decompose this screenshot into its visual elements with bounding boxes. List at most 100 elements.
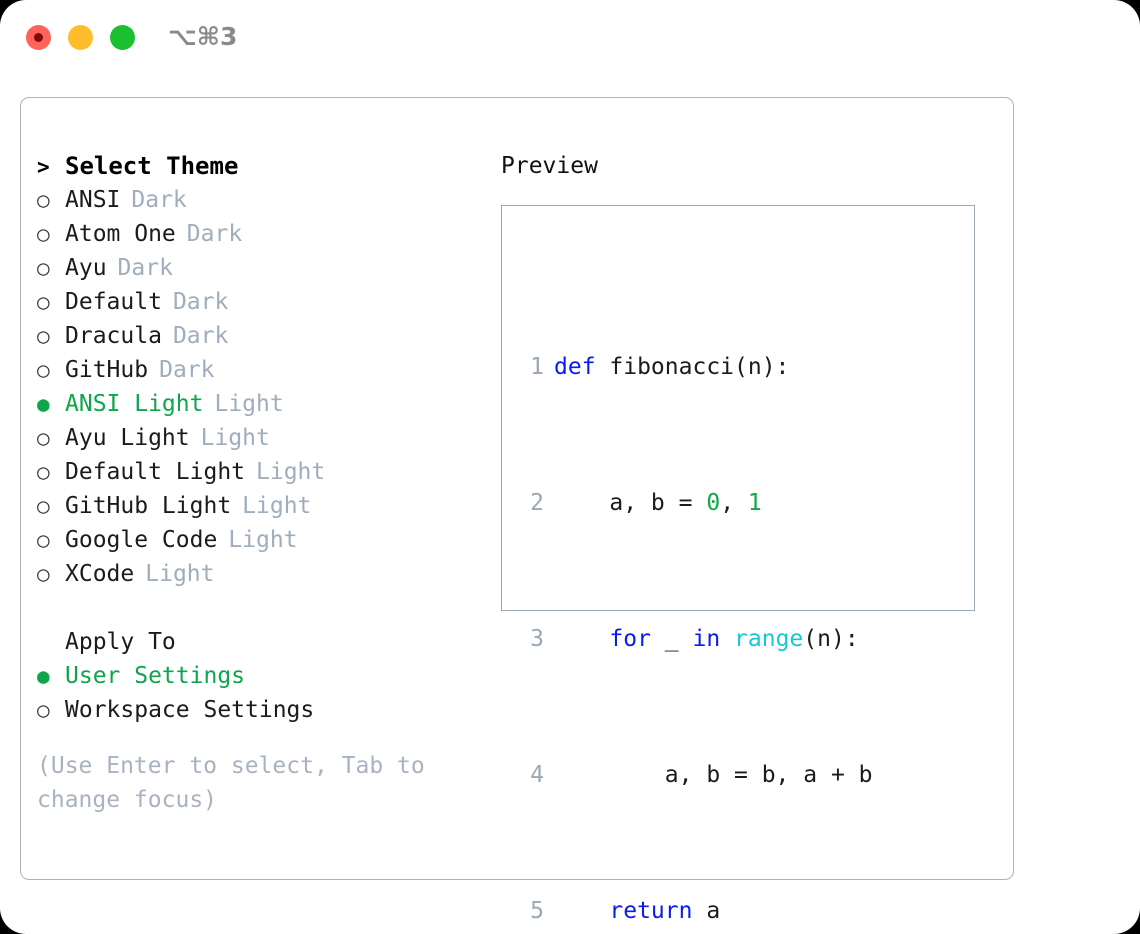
panel-columns: > Select Theme ○ ANSI Dark ○ Atom One Da… — [21, 98, 1013, 924]
code-line: 2 a, b = 0, 1 — [520, 486, 914, 520]
code-token: a, b = — [554, 490, 707, 516]
apply-option-workspace-settings[interactable]: ○ Workspace Settings — [37, 693, 487, 727]
code-token: a — [692, 898, 721, 924]
radio-unselected-icon[interactable]: ○ — [37, 358, 50, 382]
radio-unselected-icon[interactable]: ○ — [37, 494, 50, 518]
theme-option-google-code[interactable]: ○ Google Code Light — [37, 523, 487, 557]
radio-selected-icon[interactable]: ● — [37, 392, 50, 416]
theme-name: Default — [65, 289, 162, 315]
theme-name: GitHub Light — [65, 493, 232, 519]
theme-variant: Light — [214, 391, 284, 417]
apply-option-user-settings[interactable]: ● User Settings — [37, 659, 487, 693]
theme-selector-column: > Select Theme ○ ANSI Dark ○ Atom One Da… — [37, 149, 487, 817]
radio-unselected-icon[interactable]: ○ — [37, 528, 50, 552]
code-token: in — [692, 626, 721, 652]
theme-name: Default Light — [65, 459, 246, 485]
theme-name: Ayu Light — [65, 425, 190, 451]
code-token: for — [609, 626, 651, 652]
theme-variant: Dark — [186, 221, 243, 247]
code-token: range — [734, 626, 804, 652]
code-token: return — [609, 898, 693, 924]
preview-title: Preview — [501, 153, 598, 179]
line-number: 1 — [530, 354, 544, 380]
theme-option-ansi-light[interactable]: ● ANSI Light Light — [37, 387, 487, 421]
code-token — [554, 898, 609, 924]
line-number: 2 — [530, 490, 544, 516]
title-bar: ⌥⌘3 — [0, 0, 1140, 78]
theme-name: ANSI — [65, 187, 121, 213]
maximize-button[interactable] — [110, 25, 135, 50]
theme-option-ayu-light[interactable]: ○ Ayu Light Light — [37, 421, 487, 455]
radio-unselected-icon[interactable]: ○ — [37, 698, 50, 722]
code-token — [720, 626, 734, 652]
apply-to-header: Apply To — [37, 625, 487, 659]
theme-option-github-light[interactable]: ○ GitHub Light Light — [37, 489, 487, 523]
theme-name: Dracula — [65, 323, 162, 349]
theme-option-dracula-dark[interactable]: ○ Dracula Dark — [37, 319, 487, 353]
theme-name: Atom One — [65, 221, 176, 247]
code-token: , — [720, 490, 748, 516]
line-number: 5 — [530, 898, 544, 924]
theme-option-default-light[interactable]: ○ Default Light Light — [37, 455, 487, 489]
code-token: _ — [650, 626, 693, 652]
caret-icon: > — [37, 155, 50, 179]
theme-variant: Dark — [117, 255, 173, 281]
apply-to-marker — [37, 625, 65, 659]
radio-unselected-icon[interactable]: ○ — [37, 188, 50, 212]
radio-unselected-icon[interactable]: ○ — [37, 222, 50, 246]
keyboard-hint-text: (Use Enter to select, Tab to change focu… — [37, 753, 425, 813]
minimize-button[interactable] — [68, 25, 93, 50]
code-line: 5 return a — [520, 894, 914, 928]
select-theme-header: > Select Theme — [37, 149, 487, 183]
theme-option-ayu-dark[interactable]: ○ Ayu Dark — [37, 251, 487, 285]
theme-variant: Dark — [172, 323, 229, 349]
close-button[interactable] — [26, 25, 51, 50]
theme-option-ansi-dark[interactable]: ○ ANSI Dark — [37, 183, 487, 217]
theme-variant: Light — [200, 425, 270, 451]
theme-option-github-dark[interactable]: ○ GitHub Dark — [37, 353, 487, 387]
theme-name: Google Code — [65, 527, 218, 553]
code-token — [554, 626, 609, 652]
radio-unselected-icon[interactable]: ○ — [37, 426, 50, 450]
theme-variant: Light — [256, 459, 326, 485]
theme-variant: Dark — [159, 357, 215, 383]
radio-unselected-icon[interactable]: ○ — [37, 562, 50, 586]
main-panel: > Select Theme ○ ANSI Dark ○ Atom One Da… — [20, 97, 1014, 924]
theme-option-default-dark[interactable]: ○ Default Dark — [37, 285, 487, 319]
theme-variant: Light — [228, 527, 298, 553]
theme-name: XCode — [65, 561, 135, 587]
code-token: a, b = b, a + b — [554, 762, 873, 788]
theme-name: GitHub — [65, 357, 149, 383]
theme-variant: Dark — [172, 289, 229, 315]
select-theme-title: Select Theme — [65, 152, 239, 180]
keyboard-shortcut-label: ⌥⌘3 — [168, 22, 238, 51]
theme-variant: Light — [242, 493, 312, 519]
theme-variant: Light — [145, 561, 215, 587]
code-token: 0 — [706, 490, 721, 516]
radio-unselected-icon[interactable]: ○ — [37, 324, 50, 348]
theme-option-xcode-light[interactable]: ○ XCode Light — [37, 557, 487, 591]
theme-name: ANSI Light — [65, 391, 204, 417]
radio-selected-icon[interactable]: ● — [37, 664, 50, 688]
theme-variant: Dark — [131, 187, 187, 213]
code-token: 1 — [747, 490, 762, 516]
theme-option-atom-one-dark[interactable]: ○ Atom One Dark — [37, 217, 487, 251]
theme-name: Ayu — [65, 255, 107, 281]
apply-option-label: User Settings — [65, 663, 246, 689]
section-spacer — [37, 591, 487, 625]
line-number: 4 — [530, 762, 544, 788]
apply-option-label: Workspace Settings — [65, 697, 315, 723]
apply-to-title: Apply To — [65, 629, 176, 655]
line-number: 3 — [530, 626, 544, 652]
traffic-light-group — [26, 25, 135, 50]
radio-unselected-icon[interactable]: ○ — [37, 256, 50, 280]
code-line: 3 for _ in range(n): — [520, 622, 914, 656]
radio-unselected-icon[interactable]: ○ — [37, 460, 50, 484]
code-token: def — [554, 354, 596, 380]
radio-unselected-icon[interactable]: ○ — [37, 290, 50, 314]
